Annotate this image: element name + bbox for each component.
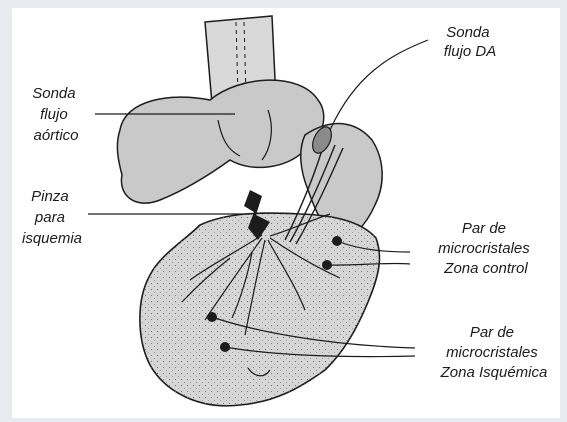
- heart-diagram: Sonda flujo DA Sonda flujo aórtico Pinza…: [0, 0, 567, 422]
- diagram-stage: Sonda flujo DA Sonda flujo aórtico Pinza…: [0, 0, 567, 422]
